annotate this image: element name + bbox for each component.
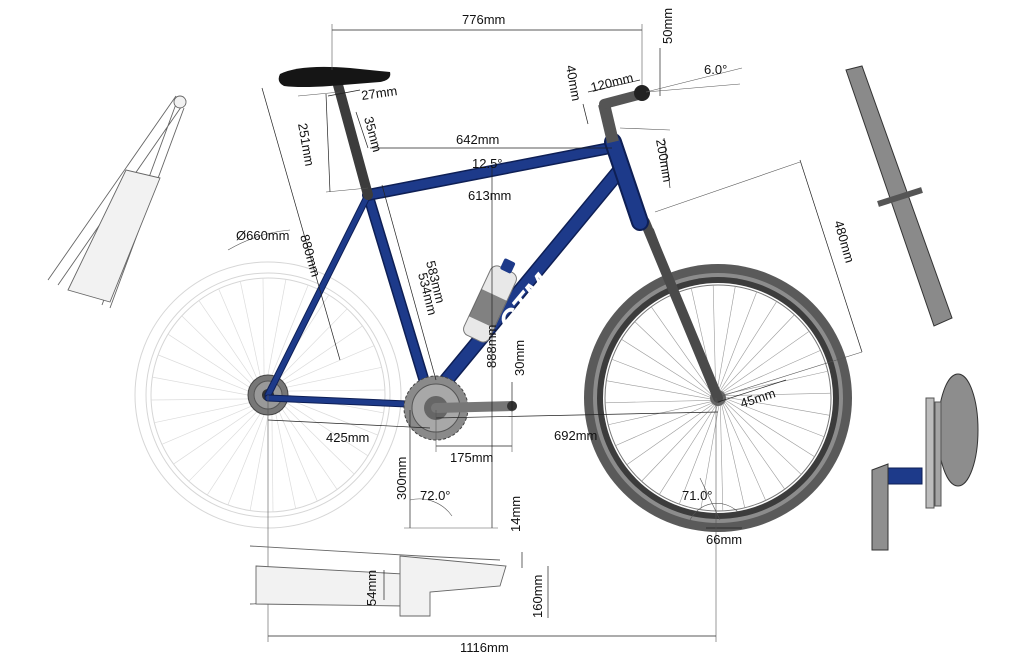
dim-692: 692mm (554, 428, 597, 443)
dim-776: 776mm (462, 12, 505, 27)
spoke (716, 286, 736, 393)
spoke (651, 306, 714, 395)
spoke (615, 401, 714, 446)
dim-613: 613mm (468, 188, 511, 203)
crankset (403, 375, 517, 441)
dim-200: 200mm (653, 138, 675, 183)
spoke (188, 403, 265, 482)
spoke (239, 281, 263, 387)
dim-27: 27mm (360, 83, 398, 103)
spoke (626, 402, 715, 465)
spoke (717, 291, 758, 393)
dim-642: 642mm (456, 132, 499, 147)
spoke (721, 331, 810, 394)
seatstay-sketch (47, 95, 187, 309)
spoke (218, 288, 262, 389)
crank-detail (871, 373, 979, 551)
spoke (181, 315, 260, 392)
spoke (271, 404, 274, 512)
dim-12-5: 12.5° (472, 156, 503, 171)
seatpost-saddle (278, 66, 391, 200)
spoke (723, 396, 830, 416)
stem (598, 85, 650, 144)
dim-880: 880mm (297, 233, 323, 279)
spoke (249, 404, 271, 511)
spoke (721, 402, 766, 501)
spoke (152, 376, 259, 398)
spoke (718, 301, 777, 393)
dim-120: 120mm (589, 70, 635, 95)
chainstay-sketch (249, 545, 549, 618)
spoke (227, 404, 269, 506)
spoke (277, 389, 385, 392)
rear-wheel (134, 261, 402, 529)
dim-35: 35mm (361, 115, 385, 154)
spoke (634, 321, 713, 396)
dim-54: 54mm (364, 570, 379, 606)
spoke (606, 380, 713, 400)
spoke (151, 398, 259, 401)
dim-425: 425mm (326, 430, 369, 445)
fork-side-view (845, 65, 953, 327)
spoke (276, 398, 355, 475)
dim-71: 71.0° (682, 488, 713, 503)
dimension-lines (227, 24, 863, 642)
dim-175: 175mm (450, 450, 493, 465)
water-bottle (463, 258, 517, 343)
spoke (723, 397, 825, 438)
dim-40: 40mm (563, 64, 584, 102)
spoke (722, 370, 828, 395)
spoke (641, 403, 716, 482)
dim-30: 30mm (512, 340, 527, 376)
dim-251: 251mm (295, 122, 317, 167)
dim-300: 300mm (394, 457, 409, 500)
dim-50: 50mm (660, 8, 675, 44)
spoke (712, 285, 717, 393)
spoke (721, 402, 746, 508)
fork (640, 217, 723, 403)
spoke (265, 279, 287, 386)
spoke (173, 403, 263, 465)
dim-888: 888mm (484, 325, 499, 368)
spoke (678, 403, 719, 505)
spoke (273, 403, 297, 509)
spoke (274, 345, 375, 389)
spoke (722, 401, 785, 490)
spoke (723, 400, 802, 475)
dim-1116: 1116mm (460, 640, 509, 655)
spoke (262, 278, 265, 386)
spoke (276, 366, 382, 390)
spoke (198, 300, 260, 390)
spoke (161, 401, 262, 445)
spoke (723, 392, 831, 397)
dim-660: Ø660mm (236, 228, 289, 243)
spoke (206, 404, 267, 496)
spoke (154, 400, 260, 424)
spoke (267, 284, 309, 386)
spoke (273, 325, 363, 387)
spoke (157, 354, 259, 396)
spoke (274, 401, 318, 502)
spoke (621, 339, 713, 398)
spoke (277, 396, 369, 457)
spoke (271, 308, 348, 387)
spoke (722, 350, 821, 395)
spoke (611, 358, 713, 399)
spoke (723, 398, 815, 457)
dim-6: 6.0° (704, 62, 727, 77)
spoke (167, 333, 259, 394)
spoke (719, 403, 724, 511)
dim-160: 160mm (530, 575, 545, 618)
dim-72: 72.0° (420, 488, 451, 503)
spoke (720, 314, 795, 393)
spoke (605, 399, 713, 404)
dim-480: 480mm (831, 219, 857, 265)
dim-66: 66mm (706, 532, 742, 547)
spoke (276, 400, 338, 490)
spoke (659, 403, 718, 495)
dim-14: 14mm (508, 496, 523, 532)
